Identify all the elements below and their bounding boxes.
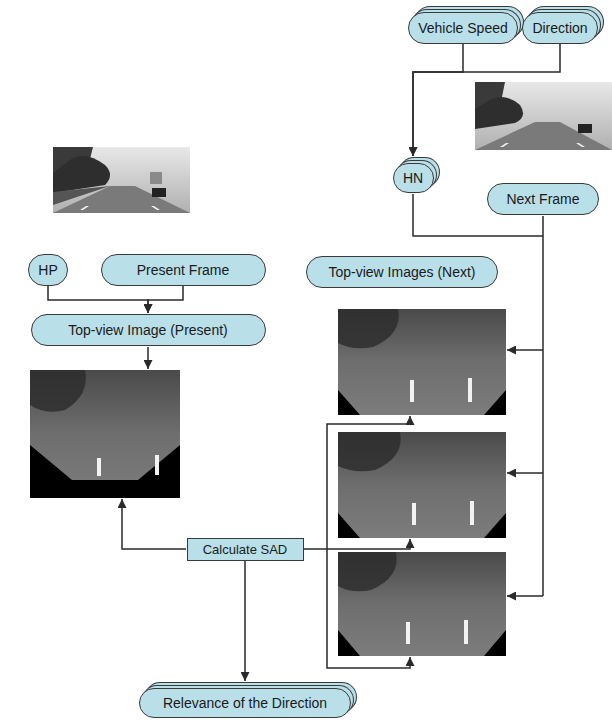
rounded-box: Next Frame (487, 183, 599, 215)
road-photo (53, 147, 190, 213)
rounded-box: Direction (522, 12, 598, 44)
wire (122, 499, 186, 549)
rounded-box: HP (28, 254, 68, 286)
connector (413, 44, 463, 156)
node-label: Next Frame (506, 191, 579, 207)
wire (507, 472, 543, 474)
node-label: Top-view Images (Next) (328, 264, 475, 280)
top-view-image (30, 370, 180, 498)
wire (147, 347, 149, 369)
node-label: HP (38, 262, 57, 278)
wire (327, 549, 410, 668)
wire (507, 349, 543, 351)
process-box: Calculate SAD (187, 538, 304, 561)
wire (122, 194, 543, 668)
rounded-box: Vehicle Speed (408, 12, 518, 44)
connector (148, 286, 183, 313)
rounded-box: Top-view Images (Next) (306, 256, 498, 288)
rounded-box: Relevance of the Direction (139, 688, 351, 718)
rounded-box: HN (393, 163, 434, 193)
node-label: Relevance of the Direction (163, 695, 327, 711)
node-label: HN (403, 170, 423, 186)
node-label: Direction (532, 20, 587, 36)
top-view-image (338, 309, 506, 415)
top-view-image (338, 432, 506, 538)
wire (507, 595, 543, 597)
top-view-image (338, 552, 506, 656)
connector-layer (48, 44, 560, 681)
rounded-box: Present Frame (101, 254, 266, 286)
node-label: Present Frame (137, 262, 230, 278)
wire (542, 216, 544, 596)
node-label: Calculate SAD (203, 542, 288, 557)
rounded-box: Top-view Image (Present) (31, 314, 266, 346)
node-label: Vehicle Speed (418, 20, 508, 36)
wire (327, 416, 410, 549)
road-photo (475, 82, 612, 150)
connector (48, 286, 148, 313)
connector (244, 561, 246, 682)
wire (303, 539, 410, 549)
connector (413, 44, 560, 156)
node-label: Top-view Image (Present) (68, 322, 228, 338)
